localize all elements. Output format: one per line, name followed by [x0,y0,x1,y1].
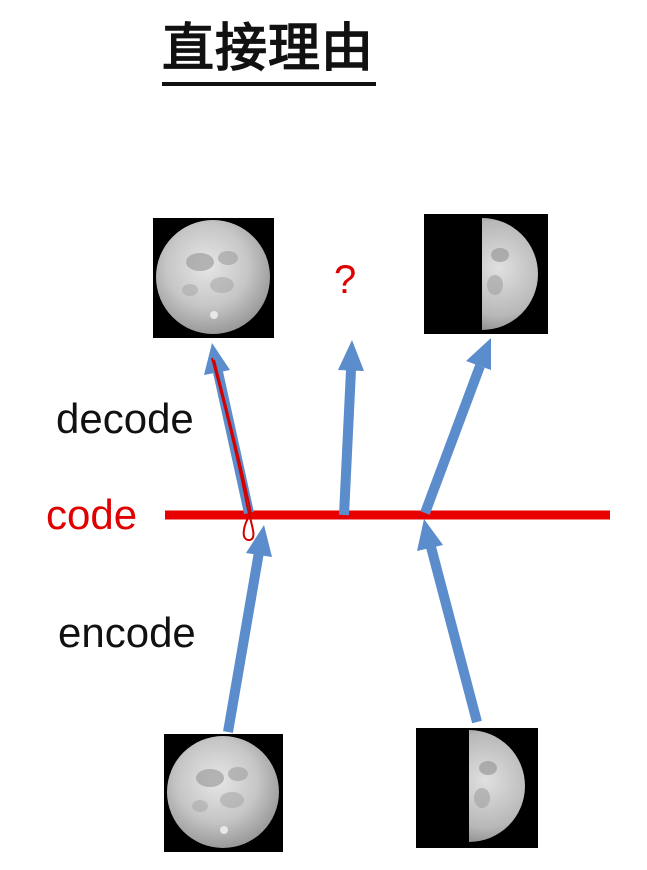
decode-arrow-middle [338,340,364,516]
encode-label: encode [58,609,196,656]
encode-arrow-right [417,519,482,724]
question-mark: ? [334,258,357,302]
encode-arrow-left [223,525,272,733]
top-left-full-moon-image [153,218,274,338]
bottom-left-full-moon-image [164,734,283,852]
top-right-half-moon-image [424,214,548,334]
page-title: 直接理由 [162,18,377,86]
decode-label: decode [56,395,194,442]
decode-arrow-left [204,343,254,515]
bottom-right-half-moon-image [416,728,538,848]
decode-arrow-right [420,338,491,515]
code-label: code [46,491,138,538]
annotation-loop [211,357,255,541]
